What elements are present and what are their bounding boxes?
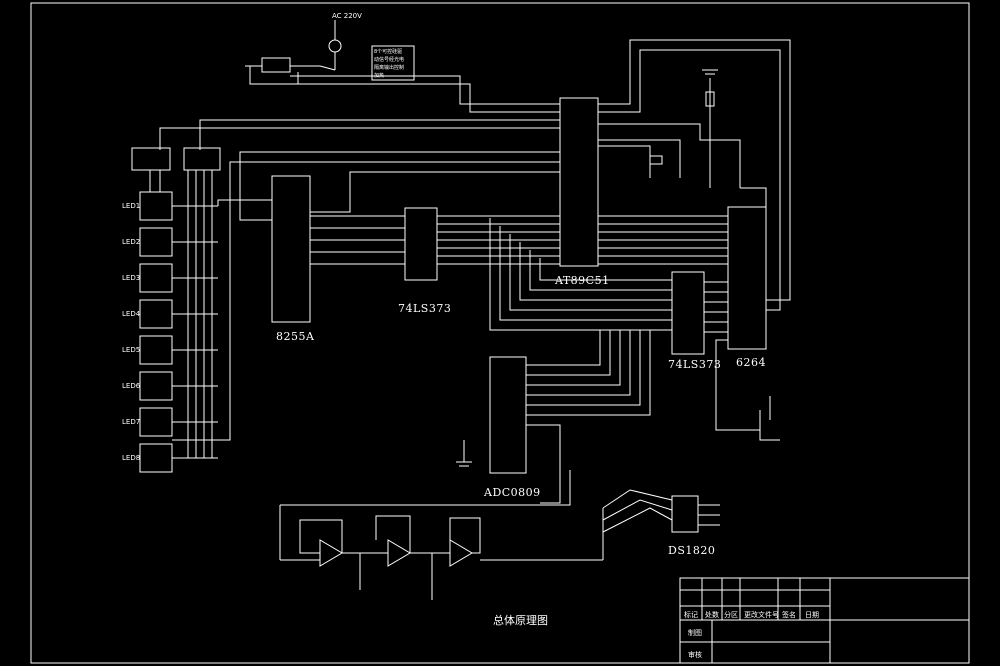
driver-block-right bbox=[183, 147, 221, 171]
crystal bbox=[649, 155, 663, 165]
ppi-chip-body bbox=[271, 175, 311, 323]
led-label: LED4 bbox=[122, 310, 141, 318]
title-block-header: 处数 bbox=[705, 611, 719, 619]
led-label: LED7 bbox=[122, 418, 141, 426]
title-block-header: 标记 bbox=[684, 611, 698, 619]
chip-label-adc: ADC0809 bbox=[484, 486, 541, 499]
diagram-title: 总体原理图 bbox=[493, 614, 548, 627]
led-display-column bbox=[139, 191, 173, 473]
latch-left-body bbox=[404, 207, 438, 281]
adc-chip-body bbox=[489, 356, 527, 474]
chip-label-ram: 6264 bbox=[736, 356, 766, 369]
title-block-header: 分区 bbox=[724, 611, 738, 619]
drawing-frame bbox=[30, 2, 970, 664]
title-block-header: 日期 bbox=[805, 611, 819, 619]
ram-chip-body bbox=[727, 206, 767, 350]
led-label: LED3 bbox=[122, 274, 141, 282]
address-bus-lines bbox=[489, 218, 672, 504]
ground-symbols bbox=[456, 69, 718, 467]
led-label: LED1 bbox=[122, 202, 141, 210]
led-label: LED2 bbox=[122, 238, 141, 246]
latch-right-body bbox=[671, 271, 705, 355]
note-line-1: 8个可控硅驱 bbox=[374, 49, 403, 55]
chip-label-sensor: DS1820 bbox=[668, 544, 716, 557]
led-label: LED6 bbox=[122, 382, 141, 390]
driver-block-left bbox=[131, 147, 171, 171]
title-block-row: 审核 bbox=[688, 651, 702, 659]
data-bus-lines bbox=[310, 215, 728, 333]
led-wiring bbox=[149, 170, 272, 459]
triac-circuit bbox=[245, 20, 342, 84]
chip-label-ppi: 8255A bbox=[276, 330, 315, 343]
chip-label-mcu: AT89C51 bbox=[555, 274, 610, 287]
title-block-grid bbox=[679, 577, 970, 664]
title-block-header: 更改文件号 bbox=[744, 611, 779, 619]
mcu-chip-body bbox=[559, 97, 599, 267]
opamp-chain bbox=[279, 470, 571, 600]
reset-resistor bbox=[705, 91, 715, 107]
led-label: LED5 bbox=[122, 346, 141, 354]
note-line-3: 隔离输出控制 bbox=[374, 65, 405, 71]
title-block-row: 制图 bbox=[688, 629, 702, 637]
sensor-wiring bbox=[480, 489, 720, 561]
sensor-chip-body bbox=[671, 495, 699, 533]
note-box bbox=[371, 45, 415, 81]
led-label: LED8 bbox=[122, 454, 141, 462]
chip-label-latch-right: 74LS373 bbox=[668, 358, 722, 371]
control-wiring bbox=[159, 39, 791, 441]
power-label: AC 220V bbox=[332, 12, 362, 20]
chip-label-latch-left: 74LS373 bbox=[398, 302, 452, 315]
note-line-4: 加热 bbox=[374, 73, 385, 79]
note-line-2: 动信号经光电 bbox=[374, 57, 405, 63]
title-block-header: 签名 bbox=[782, 611, 796, 619]
